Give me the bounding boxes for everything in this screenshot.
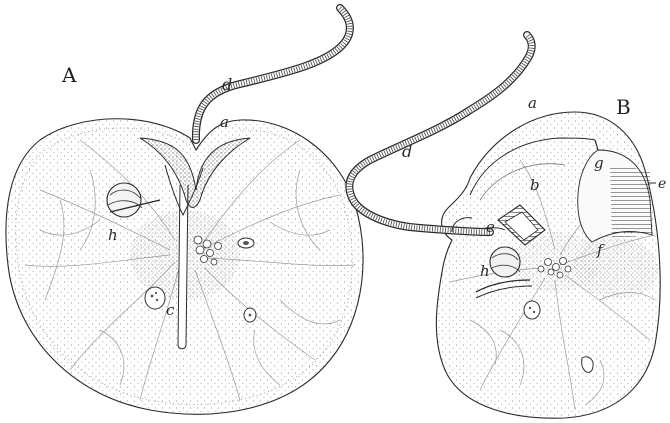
panel-b-label-a: a <box>528 94 537 112</box>
panel-a-pharynx <box>178 185 188 349</box>
panel-b-nucleus-lower <box>524 301 540 319</box>
panel-a-label: A <box>61 63 77 87</box>
panel-b-label-e: e <box>486 218 495 236</box>
panel-a: A a d h c <box>6 8 363 414</box>
panel-a-nucleus-small <box>244 308 256 322</box>
panel-a-nucleus-right <box>238 238 254 248</box>
panel-b: B a b d e g f h e <box>349 35 666 418</box>
panel-b-label-b: b <box>530 176 540 194</box>
panel-b-label-d: d <box>402 142 412 161</box>
panel-a-label-a: a <box>220 113 229 131</box>
panel-b-leader-e: e <box>648 176 666 192</box>
panel-b-label: B <box>616 95 631 119</box>
panel-b-label-g: g <box>594 154 604 172</box>
panel-a-label-h: h <box>108 226 118 244</box>
panel-a-nucleus-lower <box>145 287 165 309</box>
panel-b-label-h: h <box>480 262 490 280</box>
panel-a-label-c: c <box>166 301 175 319</box>
panel-a-label-d: d <box>222 75 232 94</box>
panel-b-label-e-right: e <box>658 176 666 192</box>
